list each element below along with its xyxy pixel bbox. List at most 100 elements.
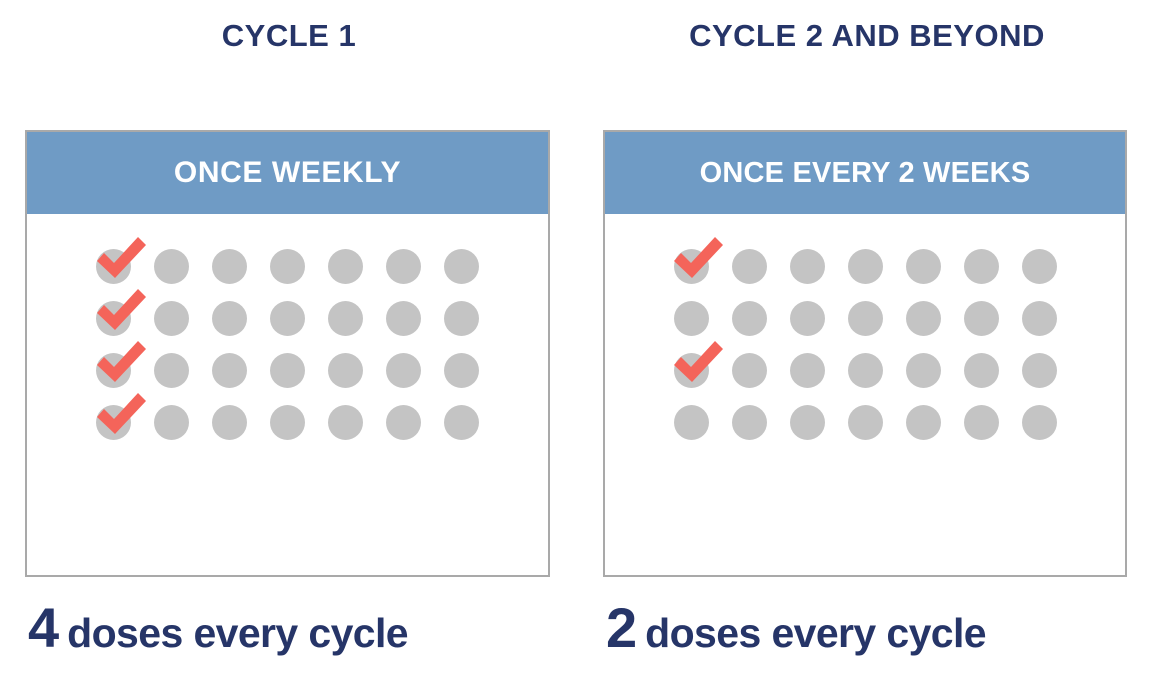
dose-dot [673, 248, 709, 284]
dose-cell-taken [85, 341, 146, 396]
dose-dot [673, 300, 709, 336]
dose-cell-empty [778, 240, 836, 292]
dose-dot [905, 300, 941, 336]
dose-dot [386, 352, 421, 388]
dose-grid-row [662, 292, 1068, 344]
dose-dot [673, 404, 709, 440]
dose-cell-empty [836, 396, 894, 448]
dose-dot [270, 300, 305, 336]
dose-dot [789, 300, 825, 336]
dose-dot [673, 352, 709, 388]
dose-cell-empty [662, 396, 720, 448]
dose-cell-taken [85, 393, 146, 448]
dose-dot [96, 404, 131, 440]
dose-cell-empty [894, 240, 952, 292]
dose-cell-empty [375, 396, 433, 448]
dose-cell-empty [720, 240, 778, 292]
dose-cell-taken [662, 341, 723, 396]
dose-grid-row [85, 289, 491, 344]
dose-dot [270, 248, 305, 284]
dose-dot [1021, 300, 1057, 336]
dose-dot [212, 404, 247, 440]
dose-dot [328, 300, 363, 336]
dose-cell-empty [317, 292, 375, 344]
cycle-2-dose-count: 2 [606, 596, 637, 659]
dose-dot [212, 300, 247, 336]
dose-dot [731, 300, 767, 336]
dose-dot [963, 352, 999, 388]
dose-grid-row [85, 237, 491, 292]
dose-dot [731, 248, 767, 284]
panel-title-cycle-2: CYCLE 2 AND BEYOND [689, 18, 1045, 53]
dose-dot [154, 300, 189, 336]
cycle-1-caption-text: doses every cycle [67, 610, 408, 656]
dose-cell-empty [1010, 240, 1068, 292]
dose-grid-row [662, 396, 1068, 448]
dose-dot [444, 300, 479, 336]
dose-cell-taken [662, 237, 723, 292]
dose-cell-taken [85, 289, 146, 344]
dose-dot [963, 248, 999, 284]
dose-dot [847, 248, 883, 284]
dose-dot [212, 352, 247, 388]
cycle-2-frequency-header: ONCE EVERY 2 WEEKS [605, 132, 1125, 214]
cycle-1-caption: 4 doses every cycle [0, 600, 578, 656]
dose-cell-empty [433, 396, 491, 448]
dose-cell-empty [143, 396, 201, 448]
dose-cell-empty [778, 396, 836, 448]
dose-cell-empty [952, 344, 1010, 396]
dose-dot [1021, 404, 1057, 440]
cycle-1-card: ONCE WEEKLY [25, 130, 550, 577]
dose-dot [444, 404, 479, 440]
dose-cell-empty [201, 240, 259, 292]
dose-dot [386, 248, 421, 284]
dose-dot [905, 404, 941, 440]
dose-cell-empty [259, 240, 317, 292]
cycle-1-dose-grid [27, 214, 548, 448]
dose-cell-empty [720, 344, 778, 396]
dose-dot [847, 404, 883, 440]
cycle-2-panel: CYCLE 2 AND BEYOND ONCE EVERY 2 WEEKS 2 … [578, 0, 1156, 693]
dose-dot [444, 248, 479, 284]
dose-cell-taken [85, 237, 146, 292]
dose-dot [847, 352, 883, 388]
dose-cell-empty [259, 292, 317, 344]
dose-dot [847, 300, 883, 336]
dose-cell-empty [433, 240, 491, 292]
dose-dot [270, 404, 305, 440]
dose-cell-empty [375, 240, 433, 292]
dose-cell-empty [201, 292, 259, 344]
dose-dot [386, 404, 421, 440]
cycle-2-dose-grid [605, 214, 1125, 448]
dose-dot [154, 248, 189, 284]
cycle-1-frequency-label: ONCE WEEKLY [173, 156, 402, 189]
dose-dot [1021, 352, 1057, 388]
dose-dot [789, 404, 825, 440]
dose-cell-empty [201, 396, 259, 448]
dose-cell-empty [778, 292, 836, 344]
dose-cell-empty [952, 240, 1010, 292]
dose-cell-empty [894, 344, 952, 396]
dose-cell-empty [778, 344, 836, 396]
dose-cell-empty [894, 292, 952, 344]
dose-dot [328, 404, 363, 440]
panel-title-cycle-1: CYCLE 1 [221, 18, 357, 53]
dose-cell-empty [662, 292, 720, 344]
dose-cell-empty [952, 292, 1010, 344]
dose-cell-empty [433, 292, 491, 344]
dose-cell-empty [836, 292, 894, 344]
dose-cell-empty [143, 292, 201, 344]
dose-dot [905, 352, 941, 388]
dose-dot [731, 352, 767, 388]
dose-cell-empty [1010, 396, 1068, 448]
cycle-2-frequency-label: ONCE EVERY 2 WEEKS [699, 156, 1031, 189]
dose-dot [1021, 248, 1057, 284]
dose-cell-empty [720, 292, 778, 344]
cycle-2-caption-text: doses every cycle [645, 610, 986, 656]
cycle-2-card: ONCE EVERY 2 WEEKS [603, 130, 1127, 577]
dose-dot [96, 352, 131, 388]
dose-dot [270, 352, 305, 388]
dose-cell-empty [1010, 344, 1068, 396]
dose-dot [328, 352, 363, 388]
